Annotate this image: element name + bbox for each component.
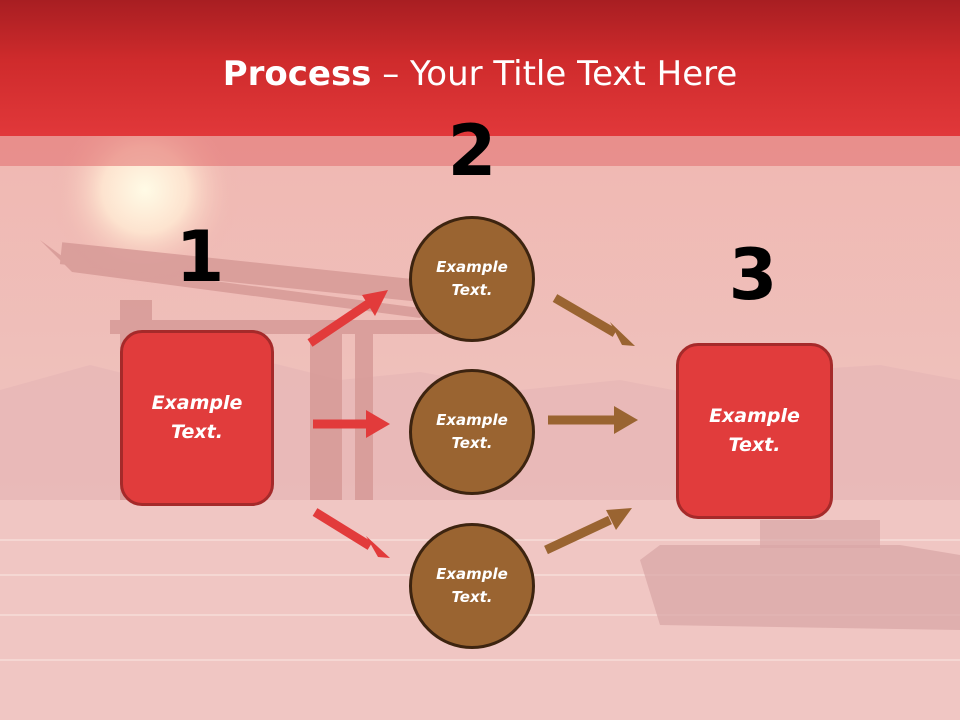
arrow-top-to-right-box xyxy=(552,294,635,346)
top-process-circle: Example Text. xyxy=(409,216,535,342)
middle-process-circle: Example Text. xyxy=(409,369,535,495)
header-band xyxy=(0,136,960,166)
arrow-to-middle-circle xyxy=(313,410,390,438)
middle-circle-label: Example Text. xyxy=(436,411,508,452)
right-process-box: Example Text. xyxy=(676,343,833,519)
bottom-circle-label: Example Text. xyxy=(436,565,508,606)
arrow-bottom-to-right-box xyxy=(544,508,632,555)
step-number-1: 1 xyxy=(175,216,225,298)
slide-title: Process – Your Title Text Here xyxy=(0,52,960,96)
arrow-to-top-circle xyxy=(307,290,388,347)
top-circle-label: Example Text. xyxy=(436,258,508,299)
step-number-3: 3 xyxy=(728,234,778,316)
arrow-middle-to-right-box xyxy=(548,406,638,434)
left-box-label: Example Text. xyxy=(151,392,243,443)
arrow-to-bottom-circle xyxy=(312,508,390,558)
title-bar xyxy=(0,0,960,136)
title-bold-text: Process xyxy=(222,54,372,94)
step-number-2: 2 xyxy=(447,110,497,192)
right-box-label: Example Text. xyxy=(709,405,800,456)
bottom-process-circle: Example Text. xyxy=(409,523,535,649)
left-process-box: Example Text. xyxy=(120,330,274,506)
title-rest-text: – Your Title Text Here xyxy=(371,54,738,94)
